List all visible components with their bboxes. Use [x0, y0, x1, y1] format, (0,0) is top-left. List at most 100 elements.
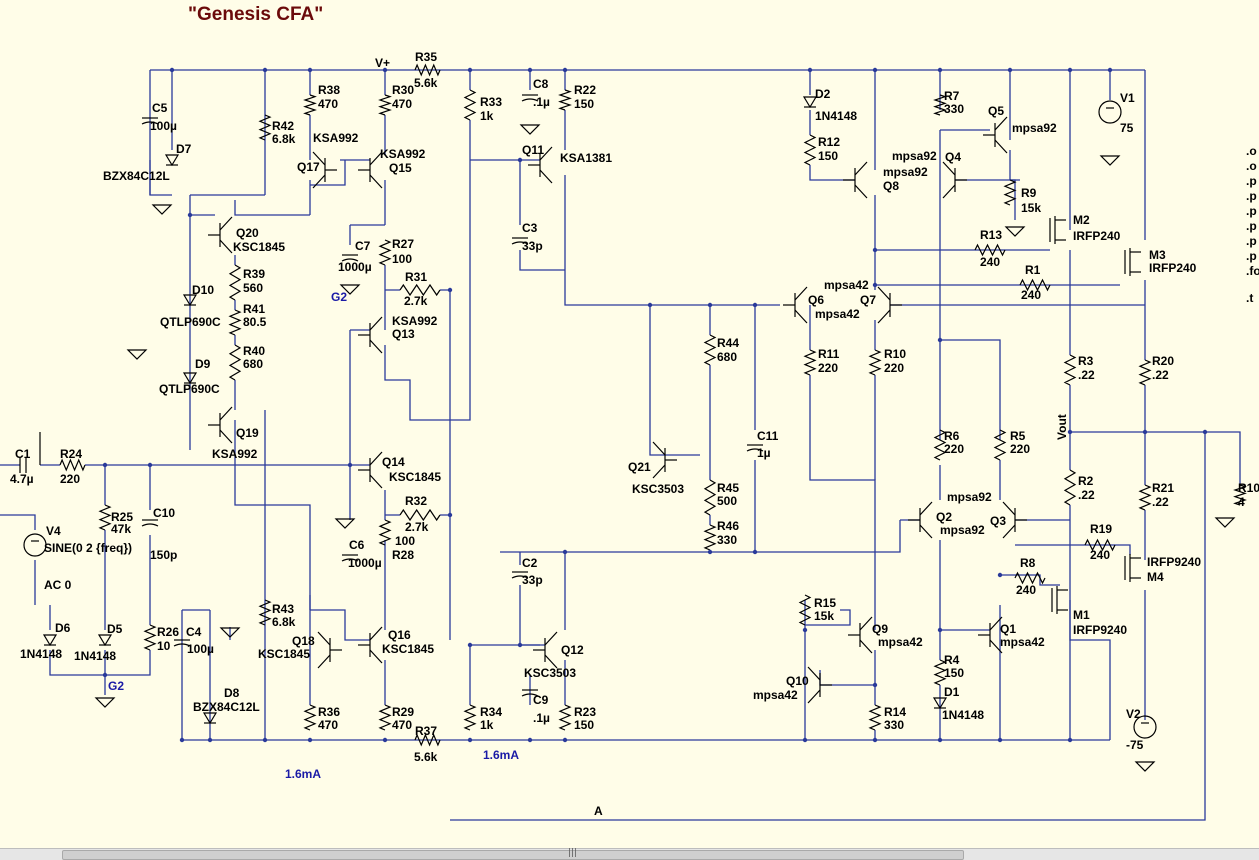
ground-symbol	[1004, 226, 1026, 237]
wire	[809, 165, 855, 181]
component-label: 1N4148	[942, 708, 984, 722]
junction-dot	[872, 682, 878, 688]
component-label: D8	[224, 686, 240, 700]
component-label: 2.7k	[405, 520, 429, 534]
resistor-symbol	[463, 704, 477, 731]
wire	[519, 585, 545, 646]
component-label: C1	[15, 447, 31, 461]
junction-dot	[102, 462, 108, 468]
transistor-lead	[794, 309, 808, 324]
ground-symbol	[1134, 761, 1156, 772]
component-label: R45	[717, 481, 739, 495]
junction-dot	[707, 302, 713, 308]
component-label: R36	[318, 705, 340, 719]
component-label: KSC3503	[632, 482, 684, 496]
resistor-symbol	[303, 704, 317, 731]
junction-dot	[872, 247, 878, 253]
junction-dot	[527, 67, 533, 73]
component-label: R39	[243, 267, 265, 281]
component-label: A	[594, 804, 603, 818]
component-label: D7	[176, 142, 192, 156]
transistor-lead	[652, 441, 666, 456]
component-label: QTLP690C	[160, 315, 221, 329]
wire	[940, 339, 1001, 440]
component-label: mpsa42	[1000, 635, 1045, 649]
component-label: R33	[480, 95, 502, 109]
component-label: mpsa42	[878, 635, 923, 649]
component-label: C8	[533, 77, 549, 91]
wire	[1000, 574, 1060, 586]
horizontal-scrollbar[interactable]: |||	[0, 848, 1259, 860]
transistor-lead	[539, 146, 553, 161]
wire	[1015, 544, 1131, 555]
component-label: 330	[884, 718, 904, 732]
capacitor-plate	[341, 258, 359, 262]
junction-dot	[807, 67, 813, 73]
component-label: AC 0	[44, 578, 72, 592]
component-label: R41	[243, 302, 265, 316]
component-label: C2	[522, 556, 538, 570]
component-label: KSA992	[313, 131, 359, 145]
component-label: 150	[818, 149, 838, 163]
resistor-symbol	[143, 624, 157, 651]
junction-dot	[802, 737, 808, 743]
component-label: Q11	[522, 143, 544, 157]
wire	[450, 432, 1206, 821]
resistor-symbol	[414, 733, 441, 747]
component-label: C5	[152, 101, 168, 115]
component-label: R46	[717, 519, 739, 533]
transistor-lead	[919, 524, 933, 539]
ground-symbol	[126, 349, 148, 360]
diode-symbol	[42, 634, 58, 647]
component-label: R3	[1078, 354, 1094, 368]
diode-symbol	[164, 154, 180, 167]
component-label: Q4	[945, 150, 961, 164]
ground-symbol	[334, 518, 356, 529]
component-label: R2	[1078, 474, 1094, 488]
component-label: Q9	[872, 622, 888, 636]
junction-dot	[187, 212, 193, 218]
component-label: BZX84C12L	[103, 169, 170, 183]
wire	[310, 160, 346, 186]
component-label: R14	[884, 705, 906, 719]
transistor-lead	[369, 451, 383, 466]
junction-dot	[997, 572, 1003, 578]
wire	[819, 670, 875, 686]
component-label: D2	[815, 87, 831, 101]
component-label: 5.6k	[414, 76, 438, 90]
junction-dot	[1007, 67, 1013, 73]
component-label: .22	[1152, 495, 1169, 509]
wire	[805, 609, 851, 626]
component-label: mpsa42	[753, 688, 798, 702]
diode-symbol	[202, 712, 218, 725]
transistor-lead	[942, 184, 956, 199]
component-label: 4.7µ	[10, 472, 34, 486]
component-label: R20	[1152, 354, 1174, 368]
component-label: C10	[153, 506, 175, 520]
component-label: Q5	[988, 104, 1004, 118]
diode-symbol	[932, 697, 948, 710]
circuit-wires	[0, 69, 1241, 821]
transistor-lead	[369, 316, 383, 331]
component-label: .22	[1078, 368, 1095, 382]
transistor-lead	[994, 139, 1008, 154]
component-label: 5.6k	[414, 750, 438, 764]
component-label: .1µ	[533, 711, 550, 725]
side-fragment: .p	[1246, 204, 1257, 218]
component-label: KSC1845	[382, 642, 434, 656]
component-label: mpsa42	[824, 278, 869, 292]
component-label: KSC1845	[389, 470, 441, 484]
transistor-lead	[369, 174, 383, 189]
component-label: R37	[415, 724, 437, 738]
component-label: Vout	[1055, 414, 1069, 440]
resistor-symbol	[378, 94, 392, 116]
component-label: R22	[574, 83, 596, 97]
transistor-lead	[369, 649, 383, 664]
component-label: R9	[1021, 186, 1037, 200]
component-label: 330	[717, 533, 737, 547]
resistor-symbol	[1233, 484, 1247, 506]
junction-dot	[527, 737, 533, 743]
capacitor-plate	[511, 575, 529, 579]
resistor-symbol	[399, 283, 441, 297]
diode-symbol	[182, 294, 198, 307]
